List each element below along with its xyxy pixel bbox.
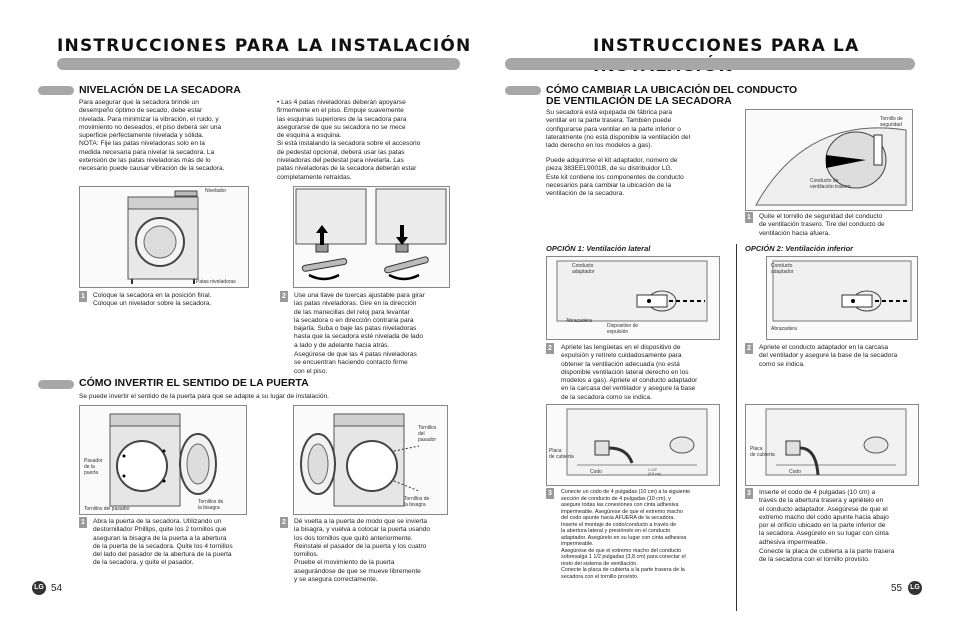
label-dispositivo-expulsion: Dispositivo de expulsión bbox=[607, 323, 639, 335]
step-number: 1 bbox=[79, 291, 87, 302]
column-divider bbox=[736, 244, 737, 611]
lg-logo: LG bbox=[32, 581, 46, 595]
door-reversed-illustration bbox=[293, 405, 448, 515]
leveling-intro: Para asegurar que la secadora brinde un … bbox=[79, 99, 225, 173]
label-codo: Codo bbox=[590, 469, 602, 475]
label-tornillos-bisagra-2: Tornillos de la bisagra bbox=[404, 496, 430, 508]
page-number: 55 bbox=[891, 583, 903, 594]
step-number: 3 bbox=[546, 488, 554, 499]
leveling-feet-illustration bbox=[293, 186, 450, 288]
lg-logo: LG bbox=[908, 581, 922, 595]
option-1-step2: Apriete las lengüetas en el dispositivo … bbox=[561, 344, 698, 401]
right-page-title: INSTRUCCIONES PARA LA INSTALACIÓN bbox=[593, 36, 860, 76]
step-number: 1 bbox=[79, 517, 87, 528]
option-2-step3-note: Conecte la placa de cubierta a la parte … bbox=[759, 548, 895, 564]
section-marker bbox=[505, 86, 541, 95]
option-1-elbow-illustration bbox=[546, 404, 720, 486]
option-2-adapter-illustration bbox=[766, 256, 918, 340]
label-tornillos-del-pasador: Tornillos del pasador bbox=[418, 425, 437, 443]
leveling-step2: Use una llave de tuercas ajustable para … bbox=[294, 292, 425, 349]
section-marker bbox=[38, 380, 74, 389]
left-page-title: INSTRUCCIONES PARA LA INSTALACIÓN bbox=[57, 36, 472, 56]
dryer-level-illustration bbox=[79, 186, 249, 288]
leveling-step2-note: Asegúrese de que las 4 patas niveladoras… bbox=[294, 351, 417, 375]
vent-intro-2: Puede adquirirse el kit adaptador, númer… bbox=[546, 157, 684, 198]
door-step2: Dé vuelta a la puerta de modo que se inv… bbox=[294, 518, 430, 584]
leveling-step1: Coloque la secadora en la posición final… bbox=[93, 292, 212, 308]
section-marker bbox=[38, 86, 74, 95]
label-nivelador: Nivelador bbox=[205, 188, 227, 194]
step-number: 3 bbox=[745, 488, 753, 499]
option-2-step3: Inserte el codo de 4 pulgadas (10 cm) a … bbox=[759, 489, 889, 546]
label-conducto-adaptador: Conducto adaptador bbox=[572, 263, 595, 275]
option-1-title: OPCIÓN 1: Ventilación lateral bbox=[546, 244, 651, 253]
label-patas-niveladoras: Patas niveladoras bbox=[196, 279, 236, 285]
option-1-step3: Conecte un codo de 4 pulgadas (10 cm) a … bbox=[561, 489, 691, 580]
label-pasador-puerta: Pasador de la puerta bbox=[84, 458, 103, 476]
right-title-bar bbox=[505, 58, 915, 70]
rear-vent-illustration bbox=[745, 109, 913, 211]
option-1-adapter-illustration bbox=[546, 256, 720, 340]
label-abrazadera: Abrazadera bbox=[566, 318, 592, 324]
vent-step1: Quite el tornillo de seguridad del condu… bbox=[759, 213, 885, 237]
door-step1: Abra la puerta de la secadora. Utilizand… bbox=[93, 518, 233, 567]
door-open-illustration bbox=[79, 405, 247, 515]
label-tornillo-seguridad: Tornillo de seguridad bbox=[880, 116, 903, 128]
label-placa-cubierta: Placa de cubierta bbox=[549, 448, 574, 460]
label-conducto-adaptador: Conducto adaptador bbox=[771, 263, 794, 275]
step-number: 2 bbox=[546, 343, 554, 354]
step-number: 2 bbox=[280, 517, 288, 528]
label-conducto-trasero: Conducto de ventilación trasero bbox=[810, 178, 851, 190]
door-intro: Se puede invertir el sentido de la puert… bbox=[79, 393, 329, 400]
option-2-elbow-illustration bbox=[745, 404, 919, 486]
label-placa-cubierta: Placa de cubierta bbox=[750, 446, 775, 458]
door-heading: CÓMO INVERTIR EL SENTIDO DE LA PUERTA bbox=[79, 377, 309, 389]
label-tornillos-pasador: Tornillos del pasador bbox=[84, 506, 130, 512]
step-number: 1 bbox=[745, 212, 753, 223]
step-number: 2 bbox=[745, 343, 753, 354]
step-number: 2 bbox=[280, 291, 288, 302]
leveling-heading: NIVELACIÓN DE LA SECADORA bbox=[79, 84, 241, 96]
page-number: 54 bbox=[51, 583, 63, 594]
label-tornillos-bisagra: Tornillos de la bisagra bbox=[198, 499, 224, 511]
left-title-bar bbox=[57, 58, 460, 70]
label-codo: Codo bbox=[789, 469, 801, 475]
label-abrazadera: Abrazadera bbox=[771, 326, 797, 332]
label-measure: 1 1/2" (3.8 cm) bbox=[648, 468, 661, 476]
leveling-right-text: • Las 4 patas niveladoras deberán apoyar… bbox=[277, 99, 421, 181]
option-2-title: OPCIÓN 2: Ventilación inferior bbox=[745, 244, 854, 253]
vent-heading: CÓMO CAMBIAR LA UBICACIÓN DEL CONDUCTO D… bbox=[546, 84, 798, 107]
option-2-step2: Apriete el conducto adaptador en la carc… bbox=[759, 344, 898, 368]
vent-intro-1: Su secadora está equipada de fábrica par… bbox=[546, 109, 691, 150]
